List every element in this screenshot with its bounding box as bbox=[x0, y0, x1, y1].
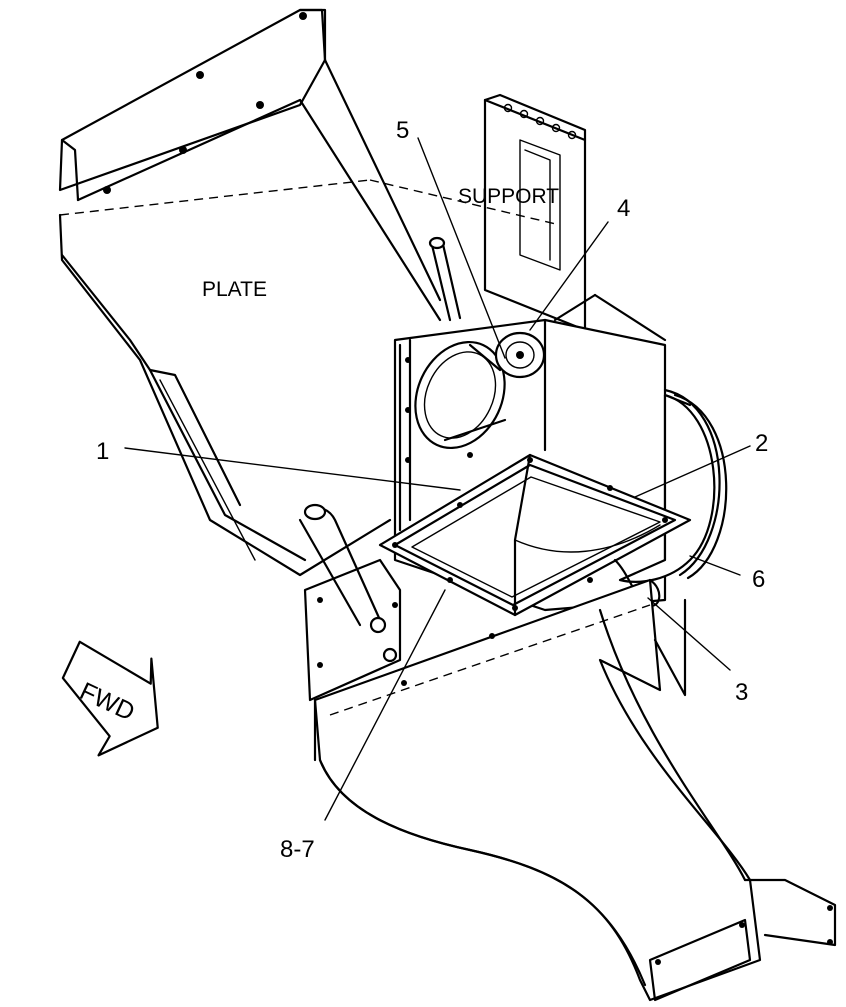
damper-cylinder bbox=[414, 331, 546, 458]
support-label: SUPPORT bbox=[458, 185, 559, 208]
callout-3: 3 bbox=[735, 679, 748, 706]
square-frame bbox=[378, 453, 692, 617]
callout-4: 4 bbox=[617, 195, 630, 222]
callout-2: 2 bbox=[755, 430, 768, 457]
leader-lines bbox=[124, 137, 751, 821]
lower-duct bbox=[313, 578, 837, 1002]
lower-bracket bbox=[298, 503, 402, 702]
fwd-arrow: FWD bbox=[61, 640, 159, 757]
callout-8-7: 8-7 bbox=[280, 836, 315, 863]
callout-5: 5 bbox=[396, 117, 409, 144]
plate-part bbox=[58, 8, 442, 577]
callout-6: 6 bbox=[752, 566, 765, 593]
upper-rod bbox=[428, 236, 462, 322]
plate-label: PLATE bbox=[202, 278, 267, 301]
callout-1: 1 bbox=[96, 438, 109, 465]
support-part bbox=[369, 93, 587, 332]
